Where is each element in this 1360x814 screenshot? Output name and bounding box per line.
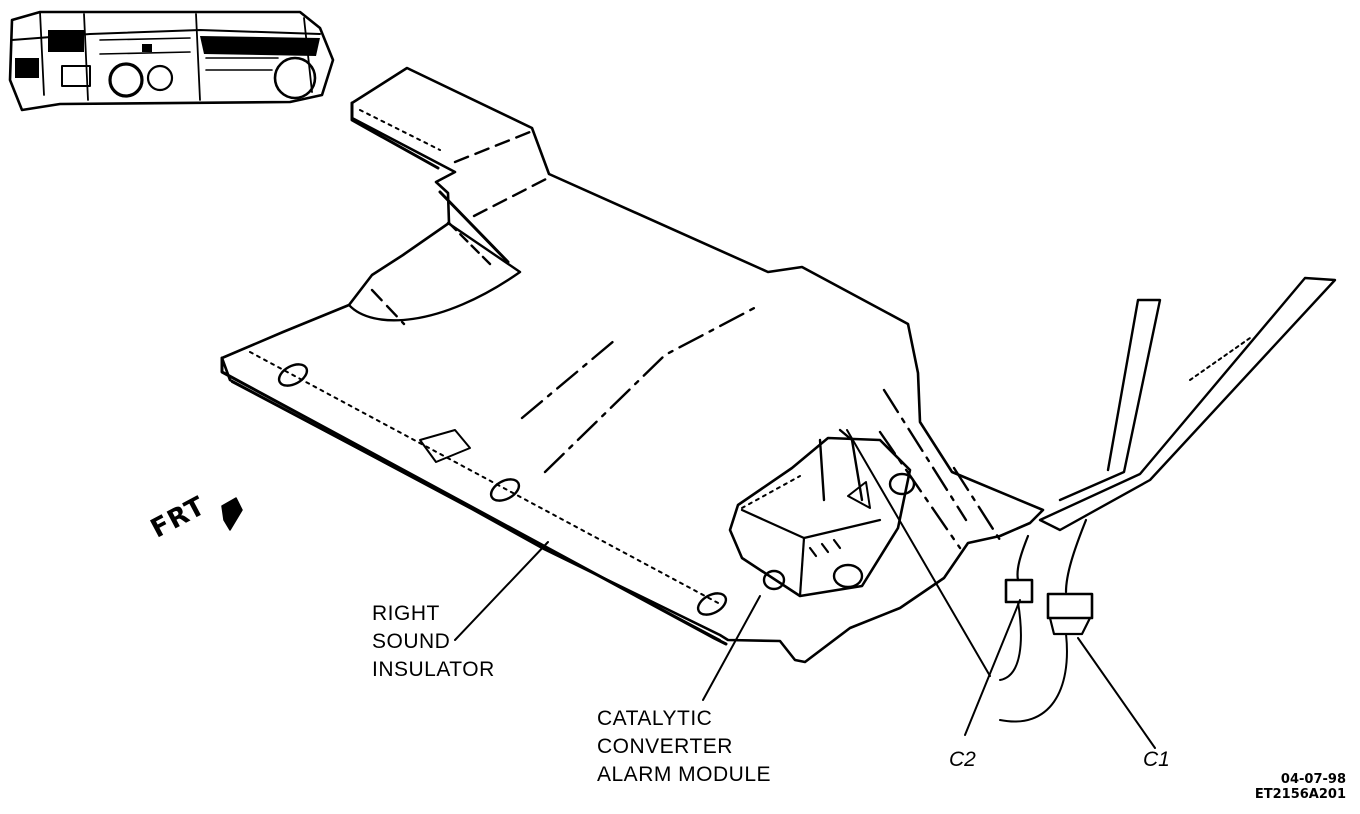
sound-insulator bbox=[220, 66, 1045, 664]
label-catalytic-converter-alarm-module: CATALYTIC CONVERTER ALARM MODULE bbox=[597, 705, 771, 789]
label-connector-c2: C2 bbox=[949, 748, 976, 771]
alarm-module bbox=[728, 428, 916, 598]
label-connector-c1: C1 bbox=[1143, 748, 1170, 771]
figure-code: ET2156A201 bbox=[1254, 787, 1346, 802]
label-line: RIGHT bbox=[372, 602, 440, 625]
label-right-sound-insulator: RIGHT SOUND INSULATOR bbox=[372, 600, 495, 684]
label-line: CATALYTIC bbox=[597, 707, 713, 730]
figure-identifier: 04-07-98 ET2156A201 bbox=[1255, 772, 1346, 802]
figure-date: 04-07-98 bbox=[1280, 772, 1346, 787]
connector-c2-body bbox=[1004, 578, 1034, 604]
label-line: INSULATOR bbox=[372, 658, 495, 681]
wiring-harness bbox=[999, 276, 1337, 723]
leader-lines bbox=[454, 429, 1156, 749]
label-line: CONVERTER bbox=[597, 735, 733, 758]
label-line: SOUND bbox=[372, 630, 451, 653]
label-line: ALARM MODULE bbox=[597, 763, 772, 786]
frt-arrow-icon bbox=[221, 497, 243, 531]
locator-inset bbox=[8, 10, 335, 112]
connector-c1-body bbox=[1046, 592, 1094, 620]
